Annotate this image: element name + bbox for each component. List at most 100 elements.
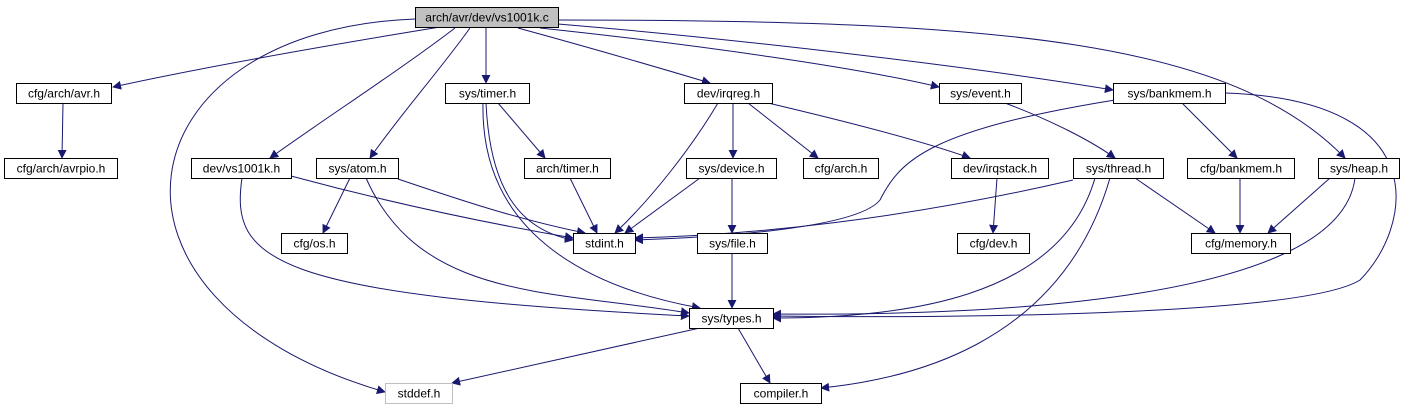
node-box [740,383,822,404]
node-cfg-dev[interactable]: cfg/dev.h [957,233,1030,254]
node-box [1073,158,1164,179]
node-sys-file[interactable]: sys/file.h [697,233,768,254]
node-box [697,233,768,254]
edge-root-to-sys-atom [369,27,471,159]
edge-root-to-sys-bankmem [557,23,1114,94]
edge-sys-atom-to-cfg-os [322,177,351,234]
node-cfg-arch[interactable]: cfg/arch.h [803,158,879,179]
node-stdint[interactable]: stdint.h [573,233,636,254]
edge-dev-vs1001k-h-to-sys-types [239,177,690,321]
edge-sys-thread-to-sys-types [772,177,1096,323]
edge-sys-heap-to-sys-types [772,177,1356,319]
edge-sys-timer-to-sys-types [482,102,701,311]
node-label: cfg/bankmem.h [1200,162,1282,176]
node-cfg-arch-avr[interactable]: cfg/arch/avr.h [16,83,112,104]
node-box [939,83,1022,104]
node-cfg-os[interactable]: cfg/os.h [281,233,348,254]
node-box [689,308,774,329]
edge-arch-timer-to-stdint [569,177,598,234]
node-box [803,158,879,179]
node-label: arch/timer.h [536,162,599,176]
edges-layer [57,18,1397,395]
edge-root-to-sys-event [539,27,940,90]
node-box [445,83,530,104]
edge-dev-irqreg-to-dev-irqstack [767,102,971,160]
node-box [191,158,292,179]
edge-sys-atom-to-stdint [397,178,586,236]
edge-root-to-dev-vs1001k-h [269,27,456,159]
edge-dev-vs1001k-h-to-stdint [290,175,574,242]
node-box [415,7,559,28]
node-cfg-bankmem[interactable]: cfg/bankmem.h [1187,158,1295,179]
node-arch-timer[interactable]: arch/timer.h [524,158,611,179]
edge-sys-timer-to-arch-timer [497,102,546,159]
node-label: cfg/memory.h [1205,237,1277,251]
node-label: dev/irqreg.h [697,87,760,101]
node-label: arch/avr/dev/vs1001k.c [425,11,548,25]
nodes-layer: arch/avr/dev/vs1001k.c cfg/arch/avr.h cfg/… [4,7,1400,404]
node-label: compiler.h [754,387,809,401]
node-box [957,233,1030,254]
edge-sys-timer-to-stdint [485,102,574,243]
node-sys-thread[interactable]: sys/thread.h [1073,158,1164,179]
edge-sys-heap-to-cfg-memory [1267,177,1331,234]
node-root[interactable]: arch/avr/dev/vs1001k.c [415,7,559,28]
node-label: sys/thread.h [1086,162,1151,176]
edge-sys-thread-to-cfg-memory [1134,177,1216,234]
node-box [385,383,453,404]
edge-sys-bankmem-to-sys-types [772,92,1397,321]
node-stddef[interactable]: stddef.h [385,383,453,404]
node-box [524,158,611,179]
node-sys-types[interactable]: sys/types.h [689,308,774,329]
node-box [281,233,348,254]
node-sys-device[interactable]: sys/device.h [686,158,777,179]
edge-cfg-arch-avr-to-cfg-arch-avrpio [57,102,67,159]
node-label: sys/types.h [701,312,761,326]
node-dev-irqstack[interactable]: dev/irqstack.h [951,158,1049,179]
node-sys-timer[interactable]: sys/timer.h [445,83,530,104]
edge-dev-irqreg-to-cfg-arch [747,102,819,159]
edge-dev-irqreg-to-stdint [614,102,719,234]
node-sys-heap[interactable]: sys/heap.h [1318,158,1400,179]
node-compiler[interactable]: compiler.h [740,383,822,404]
node-box [1187,158,1295,179]
node-cfg-arch-avrpio[interactable]: cfg/arch/avrpio.h [4,158,118,179]
node-label: stddef.h [398,387,441,401]
edge-sys-event-to-sys-thread [1004,102,1116,159]
node-label: cfg/dev.h [970,237,1018,251]
node-box [951,158,1049,179]
node-box [16,83,112,104]
node-sys-event[interactable]: sys/event.h [939,83,1022,104]
node-label: sys/bankmem.h [1127,87,1211,101]
edge-root-to-cfg-arch-avr [112,26,441,90]
node-box [573,233,636,254]
node-box [684,83,773,104]
node-sys-atom[interactable]: sys/atom.h [316,158,399,179]
edge-sys-thread-to-compiler [820,177,1111,392]
edge-sys-bankmem-to-cfg-bankmem [1181,102,1238,159]
node-cfg-memory[interactable]: cfg/memory.h [1191,233,1291,254]
edge-sys-thread-to-stdint [634,179,1074,243]
node-label: cfg/os.h [293,237,335,251]
edge-root-to-dev-irqreg [517,27,711,85]
node-label: stdint.h [585,237,624,251]
node-dev-irqreg[interactable]: dev/irqreg.h [684,83,773,104]
edge-sys-types-to-stddef [451,327,701,386]
edge-root-to-stddef [169,18,416,395]
edge-root-to-sys-heap [557,19,1346,159]
edge-sys-device-to-stdint [624,177,701,234]
node-box [1191,233,1291,254]
node-box [1318,158,1400,179]
node-label: cfg/arch/avr.h [28,87,100,101]
node-label: sys/timer.h [459,87,516,101]
node-label: cfg/arch/avrpio.h [17,162,106,176]
node-dev-vs1001k-h[interactable]: dev/vs1001k.h [191,158,292,179]
node-label: dev/irqstack.h [963,162,1037,176]
node-sys-bankmem[interactable]: sys/bankmem.h [1113,83,1226,104]
edge-sys-types-to-compiler [737,327,771,384]
edge-sys-atom-to-sys-types [365,177,690,317]
node-label: sys/event.h [950,87,1011,101]
node-box [686,158,777,179]
edge-dev-irqstack-to-cfg-dev [989,177,999,234]
